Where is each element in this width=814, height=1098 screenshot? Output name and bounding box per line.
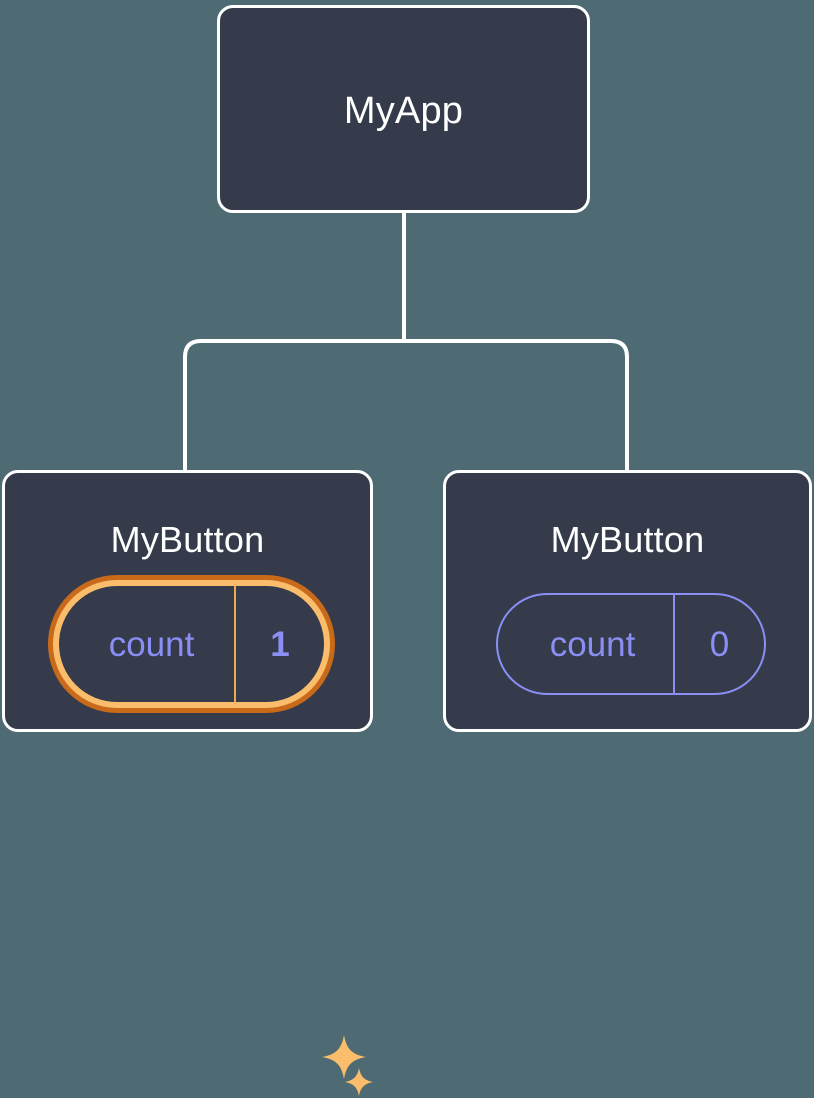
component-node-myapp[interactable]: MyApp (217, 5, 590, 213)
state-value-label: 0 (673, 595, 764, 693)
component-node-mybutton-right[interactable]: MyButton count 0 (443, 470, 812, 732)
state-value-label: 1 (234, 586, 324, 702)
connector-branch-left (183, 339, 404, 472)
component-node-label: MyButton (550, 519, 705, 560)
state-pill-inner-ring: count 1 (53, 580, 330, 708)
component-node-label: MyApp (343, 90, 464, 132)
state-pill-core: count 1 (59, 586, 324, 702)
diagram-canvas: MyApp MyButton count 1 MyButton count 0 (2, 5, 812, 1096)
sparkle-small-icon (345, 1068, 373, 1096)
connector-branch-right (404, 339, 629, 472)
state-name-label: count (108, 624, 195, 664)
state-pill-highlighted[interactable]: count 1 (48, 575, 335, 713)
state-pill[interactable]: count 0 (496, 593, 766, 695)
component-node-mybutton-left[interactable]: MyButton count 1 (2, 470, 373, 1096)
component-node-label: MyButton (110, 519, 265, 560)
sparkle-large-icon (322, 1035, 366, 1079)
state-name-label: count (549, 624, 636, 664)
